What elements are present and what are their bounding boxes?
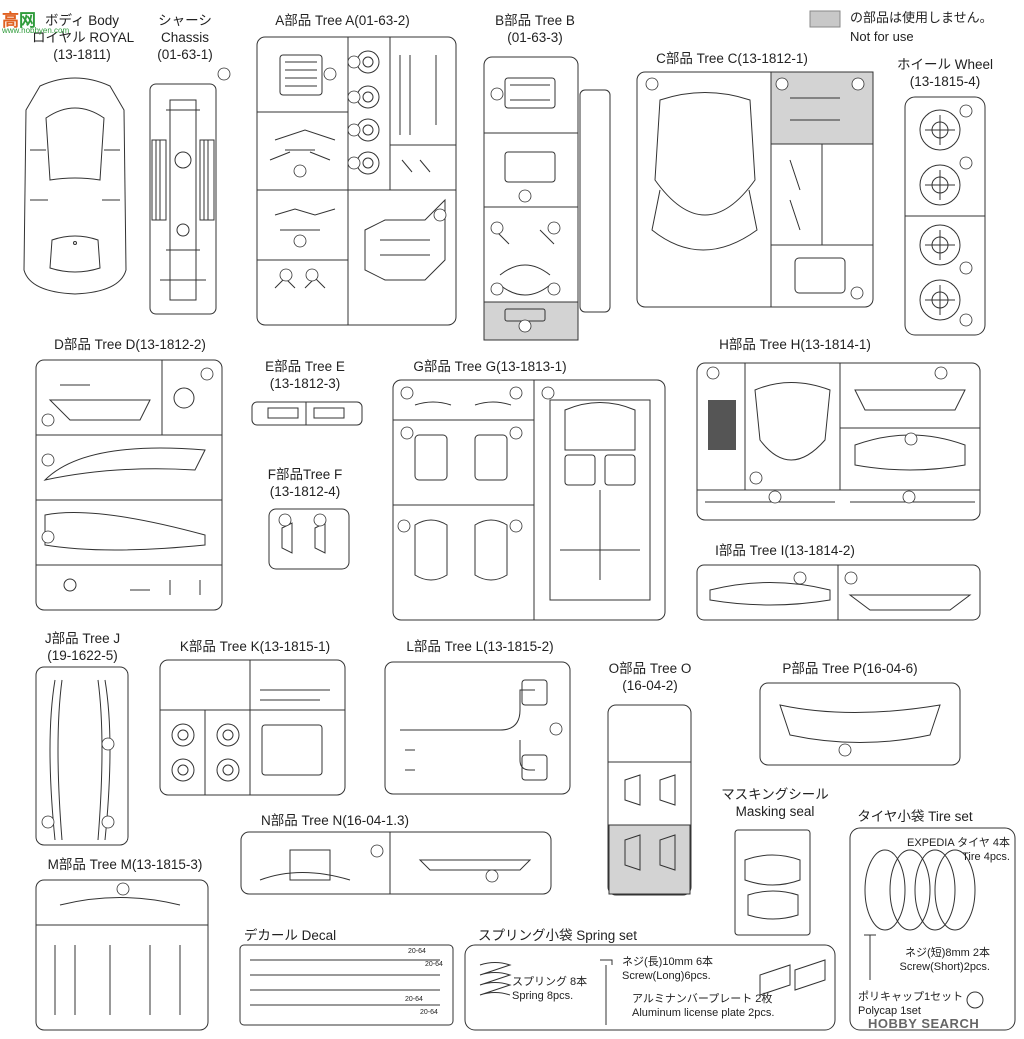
label-tree-k: K部品 Tree K(13-1815-1) <box>179 639 331 654</box>
tree-i-drawing <box>696 564 981 621</box>
label-tree-p: P部品 Tree P(16-04-6) <box>782 661 918 676</box>
tree-k-drawing <box>159 659 346 796</box>
tree-g-drawing <box>392 379 666 621</box>
label-spring-set: スプリング小袋 Spring set <box>477 928 638 943</box>
tree-d-drawing <box>35 359 223 611</box>
label-tire-set: タイヤ小袋 Tire set <box>857 809 973 824</box>
decal-text-2: 20-64 <box>425 961 443 968</box>
label-tree-d: D部品 Tree D(13-1812-2) <box>54 337 206 352</box>
decal-text-4: 20-64 <box>420 1009 438 1016</box>
watermark-top-left: 高网 <box>2 11 36 30</box>
legend-not-used-en: Not for use <box>850 29 914 44</box>
tree-h-drawing <box>696 362 981 521</box>
decal-text-3: 20-64 <box>405 996 423 1003</box>
tree-a-drawing <box>256 36 457 326</box>
label-tree-g: G部品 Tree G(13-1813-1) <box>413 359 567 374</box>
wheel-drawing <box>904 96 986 336</box>
masking-seal-drawing <box>734 829 811 936</box>
tree-b-drawing <box>483 56 611 341</box>
tree-e-drawing <box>251 401 363 426</box>
part-number-markers <box>41 55 973 896</box>
tree-c-drawing <box>636 71 874 308</box>
tree-m-drawing <box>35 879 209 1031</box>
chassis-drawing <box>149 83 217 315</box>
label-wheel: ホイール Wheel(13-1815-4) <box>896 57 994 89</box>
label-tree-l: L部品 Tree L(13-1815-2) <box>406 639 554 654</box>
decal-drawing <box>239 944 454 1026</box>
tire-set-drawing <box>849 827 1016 1031</box>
tree-l-drawing <box>384 661 571 795</box>
label-tree-i: I部品 Tree I(13-1814-2) <box>715 543 855 558</box>
tree-o-drawing <box>607 704 692 896</box>
body-drawing <box>23 77 127 295</box>
label-tree-b: B部品 Tree B(01-63-3) <box>495 13 575 45</box>
watermark-top-left-url: www.hobbyen.com <box>2 26 70 35</box>
label-tree-j: J部品 Tree J(19-1622-5) <box>44 631 121 663</box>
label-tree-n: N部品 Tree N(16-04-1.3) <box>260 813 410 828</box>
tree-p-drawing <box>759 682 961 766</box>
label-tree-f: F部品Tree F(13-1812-4) <box>267 467 343 499</box>
label-tree-c: C部品 Tree C(13-1812-1) <box>656 51 808 66</box>
legend-not-used-ja: の部品は使用しません。 <box>850 10 993 25</box>
label-decal: デカール Decal <box>243 928 337 943</box>
decal-text-1: 20-64 <box>408 948 426 955</box>
spring-set-drawing <box>464 944 836 1031</box>
label-tree-a: A部品 Tree A(01-63-2) <box>275 13 410 28</box>
label-tree-h: H部品 Tree H(13-1814-1) <box>719 337 871 352</box>
watermark-hobby-search: HOBBY SEARCH <box>868 1016 980 1031</box>
legend-swatch <box>809 10 841 28</box>
label-tree-o: O部品 Tree O(16-04-2) <box>608 661 692 693</box>
tree-n-drawing <box>240 831 552 895</box>
label-tree-m: M部品 Tree M(13-1815-3) <box>47 857 203 872</box>
label-tree-e: E部品 Tree E(13-1812-3) <box>265 359 345 391</box>
